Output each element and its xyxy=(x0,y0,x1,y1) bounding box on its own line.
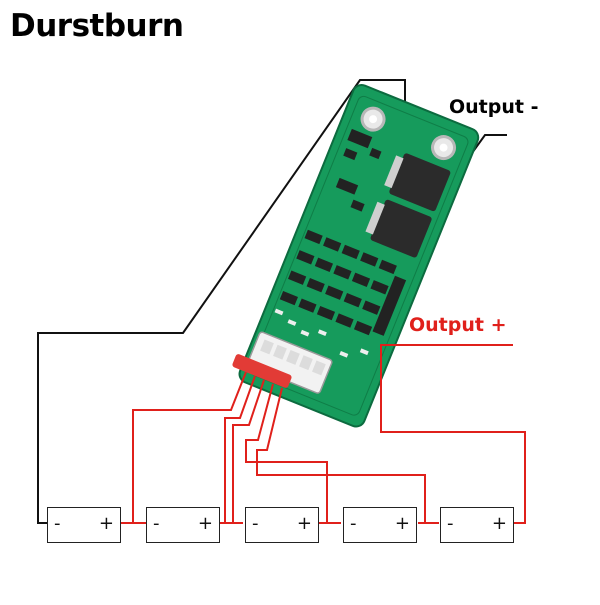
cell-negative-terminal: - xyxy=(252,513,259,534)
balance-wire-2 xyxy=(220,375,256,524)
cell-positive-terminal: + xyxy=(394,513,410,534)
balance-wire-3 xyxy=(232,379,265,524)
cell-positive-terminal: + xyxy=(98,513,114,534)
cell-positive-terminal: + xyxy=(197,513,213,534)
battery-cell-3: - + xyxy=(245,507,319,543)
output-negative-label: Output - xyxy=(449,96,539,118)
output-negative-lead xyxy=(471,134,507,154)
battery-cell-1: - + xyxy=(47,507,121,543)
battery-cell-2: - + xyxy=(146,507,220,543)
battery-cell-4: - + xyxy=(343,507,417,543)
connector-pins xyxy=(232,354,292,388)
cell-negative-terminal: - xyxy=(153,513,160,534)
output-positive-label: Output + xyxy=(409,314,507,336)
cell-positive-terminal: + xyxy=(491,513,507,534)
brand-logo: Durstburn xyxy=(10,8,184,44)
output-positive-wire xyxy=(380,344,526,524)
balance-wire-1 xyxy=(121,371,247,524)
battery-cell-5: - + xyxy=(440,507,514,543)
cell-negative-terminal: - xyxy=(447,513,454,534)
negative-wire xyxy=(37,79,406,524)
cell-negative-terminal: - xyxy=(350,513,357,534)
cell-negative-terminal: - xyxy=(54,513,61,534)
bms-board xyxy=(238,84,480,428)
cell-positive-terminal: + xyxy=(296,513,312,534)
